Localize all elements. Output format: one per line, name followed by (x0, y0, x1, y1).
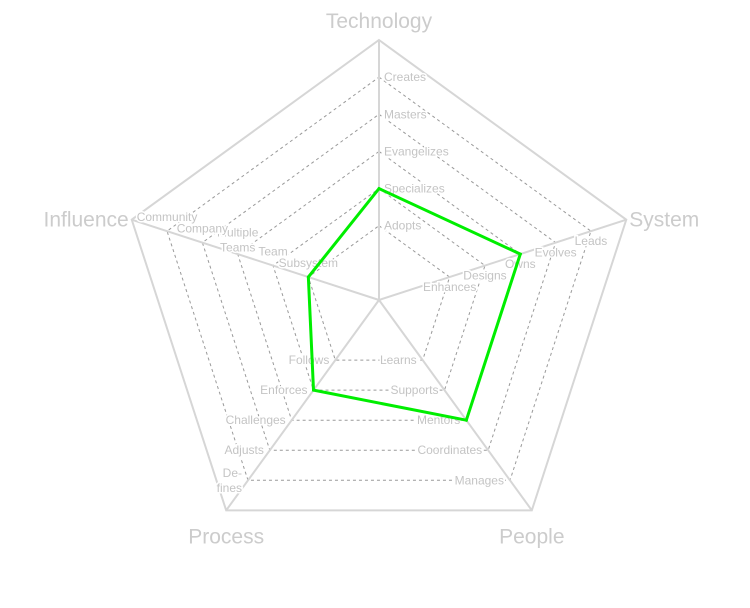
series-layer (306, 186, 523, 422)
axis-label-process: Process (188, 525, 264, 548)
level-label-process-1: Follows (289, 353, 330, 367)
level-label-technology-4: Masters (384, 107, 427, 121)
level-label-process-4: Adjusts (224, 443, 263, 457)
axis-label-influence: Influence (43, 209, 128, 232)
level-label-technology-2: Specializes (384, 182, 445, 196)
level-label-system-4: Evolves (535, 246, 577, 260)
series-point-process (312, 388, 316, 392)
grid-outer-ring (130, 38, 628, 512)
axis-line-people (378, 299, 533, 511)
level-label-line: Multiple (217, 226, 259, 240)
grid-ring-5 (201, 113, 557, 451)
series-point-people (464, 418, 468, 422)
grid-ring-3 (272, 187, 486, 391)
level-label-people-4: Coordinates (417, 443, 482, 457)
level-label-line: Teams (220, 241, 255, 255)
series-point-influence (306, 275, 310, 279)
axis-line-process (225, 299, 380, 511)
grid-ring-4 (237, 150, 521, 421)
level-label-process-2: Enforces (260, 383, 307, 397)
level-label-people-5: Manages (455, 473, 504, 487)
level-label-line: De- (223, 466, 242, 480)
level-label-influence-5: Community (137, 210, 198, 224)
series-point-technology (377, 187, 381, 191)
grid-ring-6 (166, 76, 592, 481)
series-polygon-1 (306, 186, 523, 422)
axis-line-influence (131, 218, 380, 301)
series-point-system (518, 252, 522, 256)
axis-label-system: System (629, 209, 699, 232)
level-labels: Adopts Specializes Evangelizes Masters Creat… (135, 69, 609, 497)
level-label-people-1: Learns (380, 353, 417, 367)
radar-grid (130, 38, 628, 512)
level-label-process-5: De-fines (217, 466, 242, 495)
level-label-system-2: Designs (463, 269, 506, 283)
level-label-technology-5: Creates (384, 70, 426, 84)
level-label-system-1: Enhances (423, 280, 476, 294)
level-label-system-3: Owns (505, 257, 536, 271)
axis-label-people: People (499, 525, 564, 548)
level-label-line: fines (217, 481, 242, 495)
level-label-technology-3: Evangelizes (384, 144, 449, 158)
level-label-technology-1: Adopts (384, 219, 421, 233)
level-label-influence-2: Team (258, 245, 287, 259)
level-label-people-2: Supports (390, 383, 438, 397)
level-label-system-5: Leads (575, 234, 608, 248)
level-label-influence-4: Company (177, 222, 228, 236)
axis-label-technology: Technology (326, 10, 433, 33)
grid-ring-2 (307, 225, 451, 361)
axis-line-system (378, 218, 627, 301)
level-label-process-3: Challenges (226, 413, 286, 427)
